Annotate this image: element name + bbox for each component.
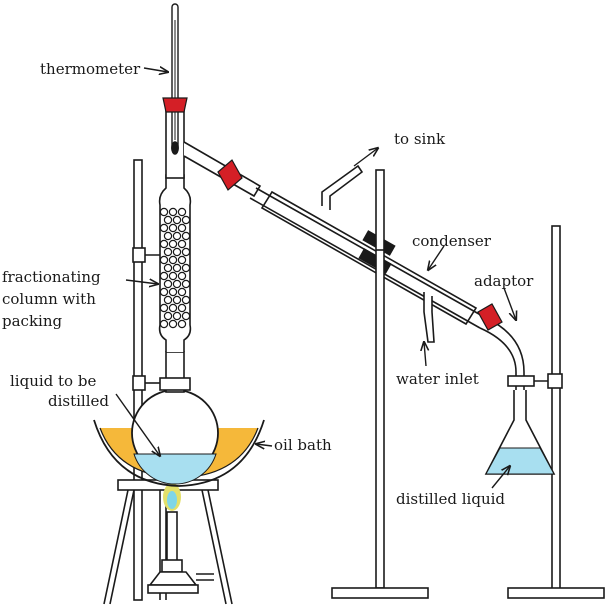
bunsen-burner <box>147 483 214 594</box>
packing-bead <box>181 247 191 257</box>
packing-bead <box>177 287 187 297</box>
packing-bead <box>172 247 182 257</box>
packing-bead <box>159 207 169 217</box>
packing-bead <box>159 271 169 281</box>
packing-bead <box>159 239 169 249</box>
distilling-flask <box>131 351 219 485</box>
label-liquid-line1: liquid to be <box>10 372 97 390</box>
label-to-sink: to sink <box>394 130 446 148</box>
column-packing <box>159 207 191 329</box>
packing-bead <box>177 319 187 329</box>
receiving-flask-clamp <box>507 375 535 387</box>
packing-bead <box>177 303 187 313</box>
middle-retort-stand <box>331 169 429 599</box>
packing-bead <box>181 215 191 225</box>
packing-bead <box>177 255 187 265</box>
packing-bead <box>177 271 187 281</box>
flask-clamp <box>159 377 191 391</box>
packing-bead <box>172 215 182 225</box>
packing-bead <box>172 295 182 305</box>
packing-bead <box>159 319 169 329</box>
condenser <box>249 164 487 343</box>
packing-bead <box>172 263 182 273</box>
packing-bead <box>181 231 191 241</box>
packing-bead <box>181 311 191 321</box>
packing-bead <box>159 255 169 265</box>
packing-bead <box>181 279 191 289</box>
packing-bead <box>168 271 178 281</box>
receiving-flask <box>484 375 556 475</box>
packing-bead <box>177 239 187 249</box>
adaptor-stopper <box>477 303 503 331</box>
thermometer-stopper <box>162 97 188 113</box>
packing-bead <box>159 287 169 297</box>
packing-bead <box>163 311 173 321</box>
pointer-lines <box>115 68 516 489</box>
packing-bead <box>168 223 178 233</box>
packing-bead <box>177 207 187 217</box>
packing-bead <box>172 231 182 241</box>
packing-bead <box>168 287 178 297</box>
packing-bead <box>168 319 178 329</box>
condenser-stopper <box>217 159 243 191</box>
packing-bead <box>159 223 169 233</box>
packing-bead <box>163 263 173 273</box>
label-adaptor: adaptor <box>474 272 534 290</box>
packing-bead <box>181 295 191 305</box>
packing-bead <box>168 207 178 217</box>
packing-bead <box>172 279 182 289</box>
label-condenser: condenser <box>412 232 491 250</box>
fractionating-column <box>158 174 192 352</box>
packing-bead <box>168 303 178 313</box>
packing-bead <box>159 303 169 313</box>
label-distilled-liquid: distilled liquid <box>396 490 506 508</box>
packing-bead <box>172 311 182 321</box>
packing-bead <box>181 263 191 273</box>
packing-bead <box>177 223 187 233</box>
packing-bead <box>163 295 173 305</box>
flame-inner <box>167 491 177 509</box>
packing-bead <box>168 255 178 265</box>
packing-bead <box>168 239 178 249</box>
packing-bead <box>163 215 173 225</box>
label-thermometer: thermometer <box>40 60 141 78</box>
packing-bead <box>163 247 173 257</box>
label-water-inlet: water inlet <box>396 370 479 388</box>
packing-bead <box>163 279 173 289</box>
label-fractionating-line3: packing <box>2 312 63 330</box>
label-liquid-line2: distilled <box>48 392 109 410</box>
thermometer <box>171 3 179 155</box>
label-oil-bath: oil bath <box>274 436 332 454</box>
label-fractionating-line1: fractionating <box>2 268 101 286</box>
label-fractionating-line2: column with <box>2 290 96 308</box>
packing-bead <box>163 231 173 241</box>
